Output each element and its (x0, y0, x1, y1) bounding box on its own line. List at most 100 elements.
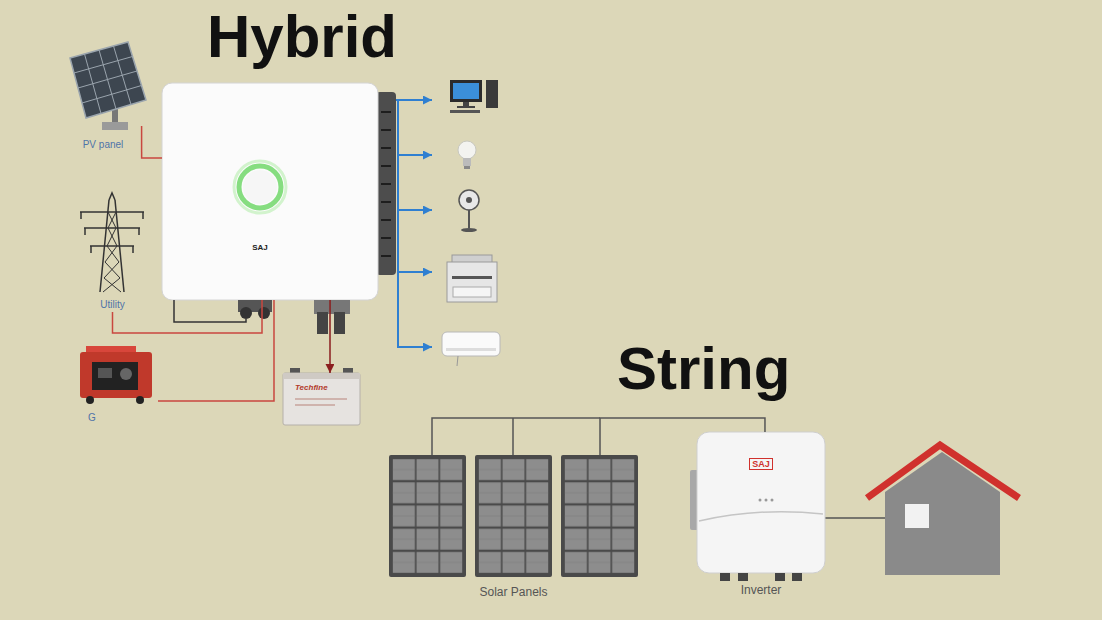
air-conditioner-icon-part (446, 348, 496, 351)
output-arrows-part (398, 154, 432, 156)
utility-tower-part (90, 246, 92, 253)
section-heading: Hybrid (207, 7, 397, 67)
hybrid-inverter-body-part (174, 300, 246, 322)
hybrid-inverter-body-part (381, 219, 391, 221)
air-conditioner-icon-part (457, 356, 458, 366)
generator-node: G (72, 340, 158, 424)
output-arrows (396, 99, 432, 348)
generator-illustration (80, 346, 152, 404)
node-label: Inverter (741, 584, 782, 598)
pv-panel-illustration-part (78, 71, 137, 88)
printer-icon-part (453, 287, 491, 297)
fan-icon-part (466, 197, 472, 203)
hybrid-inverter-body (162, 83, 396, 334)
battery-illustration-part (343, 368, 353, 373)
fan-icon-part (468, 210, 470, 228)
output-arrows-part (398, 209, 432, 211)
string-inverter-body-part (738, 573, 748, 581)
hybrid-inverter-body-part (240, 307, 252, 319)
output-arrows-part (398, 271, 432, 273)
air-conditioner-icon-part (442, 332, 500, 356)
battery-illustration-part (295, 398, 347, 400)
generator-illustration-part (136, 396, 144, 404)
utility-tower-part (109, 193, 115, 200)
hybrid-inverter-body-part (381, 183, 391, 185)
printer-icon (447, 255, 497, 302)
solar-panel-array-part (389, 455, 466, 577)
node-label: Techfine (295, 383, 328, 392)
wire-connector (142, 152, 162, 158)
node-label: G (88, 412, 96, 424)
output-arrows-part (397, 99, 399, 348)
hybrid-inverter-body-part (243, 170, 277, 204)
utility-node: Utility (70, 190, 155, 312)
hybrid-inverter-body-part (376, 92, 396, 275)
wire-connector (113, 300, 263, 333)
node-label: SAJ (252, 243, 268, 252)
utility-tower-part (84, 227, 140, 229)
pv-panel-illustration-part (74, 46, 142, 114)
wire-connector (329, 300, 331, 373)
computer-icon-part (450, 110, 480, 113)
solar-panel-array-part (392, 458, 463, 574)
string-wiring-part (432, 418, 600, 455)
utility-tower-part (80, 212, 82, 219)
computer-icon-part (450, 80, 482, 102)
hybrid-inverter-body-part (381, 147, 391, 149)
string-inverter-body-part (771, 499, 774, 502)
solar-panel-array-part (478, 458, 549, 574)
string-wiring-part (512, 418, 514, 455)
pv-panel-node: PV panel (65, 40, 157, 152)
solar-panel-array-part (561, 455, 638, 577)
hybrid-inverter-body-part (381, 201, 391, 203)
battery-node: Techfine (283, 373, 360, 425)
computer-icon (450, 80, 498, 113)
string-wiring-part (825, 517, 885, 519)
bulb-icon (458, 141, 476, 169)
node-label: Utility (100, 299, 124, 311)
hybrid-inverter-body-part (381, 255, 391, 257)
hybrid-inverter-body-part (239, 166, 281, 208)
utility-tower-part (103, 212, 120, 292)
utility-tower-part (142, 212, 144, 219)
generator-illustration-part (80, 352, 152, 398)
string-inverter-body-part (792, 573, 802, 581)
pv-panel-illustration-part (74, 57, 133, 74)
pv-panel-illustration-part (70, 42, 146, 118)
wire-connector (600, 418, 765, 455)
solar-panel-array-part (475, 455, 552, 577)
bulb-icon-part (463, 158, 471, 166)
generator-illustration-part (120, 368, 132, 380)
hybrid-inverter-body-part (381, 237, 391, 239)
house-icon-part (905, 504, 929, 528)
solar-panels-node: Solar Panels (385, 455, 642, 602)
generator-illustration-part (98, 368, 112, 378)
pv-panel-illustration-part (82, 86, 142, 104)
hybrid-inverter: SAJ (162, 83, 378, 300)
computer-icon-part (463, 102, 469, 106)
air-conditioner-icon (442, 332, 500, 366)
house-icon-part (867, 445, 1019, 498)
fan-icon-part (461, 228, 477, 232)
battery-illustration-part (290, 368, 300, 373)
battery-illustration (283, 368, 360, 425)
hybrid-inverter-body-part (162, 83, 378, 300)
hybrid-inverter-body-part (314, 300, 350, 314)
string-inverter-body-part (699, 512, 823, 521)
utility-tower-part (132, 246, 134, 253)
pv-panel-illustration (70, 42, 146, 152)
node-label: SAJ (749, 458, 773, 470)
section-heading: String (617, 339, 790, 399)
solar-panel-array (389, 455, 638, 577)
bulb-icon-part (464, 166, 470, 169)
house-icon (867, 445, 1019, 575)
output-arrows-part (398, 346, 432, 348)
utility-tower-part (90, 245, 134, 247)
pv-panel-illustration-part (141, 126, 143, 152)
hybrid-inverter-body-part (334, 312, 345, 334)
string-inverter-body-part (759, 499, 762, 502)
battery-illustration-part (283, 373, 360, 379)
string-inverter-body-part (775, 573, 785, 581)
utility-tower-part (104, 212, 121, 292)
